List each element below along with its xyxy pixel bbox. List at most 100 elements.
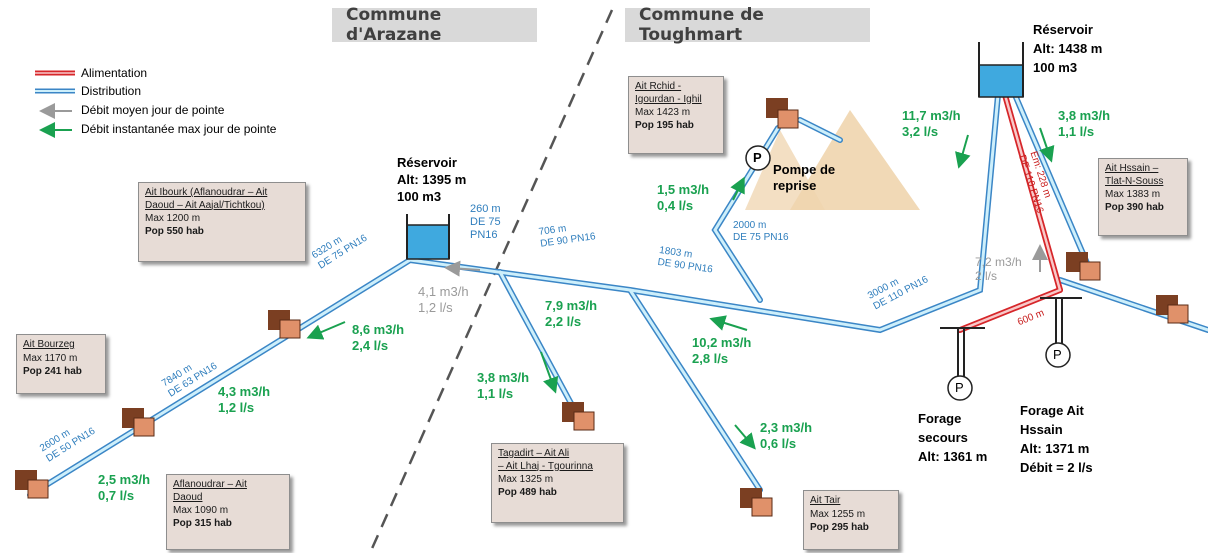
flow-ls: 0,4 l/s [657, 197, 694, 213]
arrow-flow [709, 315, 748, 331]
village-name: Daoud [173, 491, 203, 503]
village-pop: Pop 489 hab [498, 487, 557, 498]
flow-ls: 2,4 l/s [352, 337, 389, 353]
village-tagadirt: Tagadirt – Ait Ali – Ait Lhaj - Tgourinn… [491, 443, 624, 523]
village-name: Tagadirt – Ait Ali [498, 448, 570, 459]
village-name: Ait Rchid - [635, 81, 682, 92]
flow-ls: 0,7 l/s [98, 487, 135, 503]
commune-divider [368, 9, 614, 553]
village-ait-ibourk: Ait Ibourk (Aflanoudrar – Ait Daoud – Ai… [138, 182, 306, 262]
village-max: Max 1423 m [635, 107, 691, 118]
pipe-length: 2000 m [733, 220, 767, 231]
pipe-pn: PN16 [470, 229, 498, 242]
legend-swatches [35, 70, 75, 138]
forage-alt: Alt: 1371 m [1020, 440, 1090, 456]
reservoir-left-alt: Alt: 1395 m [397, 172, 467, 187]
village-max: Max 1170 m [23, 352, 78, 364]
flow-ls: 1,1 l/s [1058, 123, 1095, 139]
flow-m3h: 8,6 m3/h [352, 322, 405, 337]
pipe-spec: DE 75 PN16 [733, 232, 789, 243]
legend-alimentation: Alimentation [81, 66, 148, 80]
village-max: Max 1090 m [173, 505, 229, 516]
forage-line: Hssain [1020, 421, 1063, 437]
legend-distribution: Distribution [81, 84, 142, 98]
flow-ls: 1,2 l/s [218, 399, 255, 415]
village-name: – Ait Lhaj - Tgourinna [498, 460, 593, 472]
flow-m3h: 7,9 m3/h [545, 298, 598, 313]
village-ait-tair: Ait Tair Max 1255 m Pop 295 hab [803, 490, 899, 550]
village-ait-rchid: Ait Rchid - Igourdan - Ighil Max 1423 m … [628, 76, 724, 154]
village-name: Igourdan - Ighil [635, 93, 702, 105]
village-name: Daoud – Ait Aajal/Tichtkou) [145, 199, 265, 211]
arrow-flow [730, 176, 745, 201]
flow-ls: 2,8 l/s [692, 350, 729, 366]
flow-label: 3,8 m3/h 1,1 l/s [1058, 108, 1110, 139]
pompe-label: Pompe de reprise [773, 162, 835, 193]
flow-label: 4,3 m3/h 1,2 l/s [218, 384, 270, 415]
flow-ls: 2 l/s [975, 269, 998, 284]
arrow-mean [444, 260, 481, 277]
pompe-line1: Pompe de [773, 162, 836, 177]
village-name: Tlat-N-Souss [1105, 175, 1164, 187]
forage-secours-label: Forage secours Alt: 1361 m [918, 410, 987, 467]
pump-icons [745, 145, 1071, 401]
arrow-flow [955, 134, 971, 169]
forage-debit: Débit = 2 l/s [1020, 459, 1093, 475]
forage-alt: Alt: 1361 m [918, 448, 988, 464]
village-max: Max 1325 m [498, 474, 554, 485]
flow-m3h: 10,2 m3/h [692, 335, 752, 350]
arrow-flow [734, 424, 756, 450]
flow-m3h: 1,5 m3/h [657, 182, 710, 197]
flow-mean-label: 4,1 m3/h 1,2 l/s [418, 284, 469, 315]
flow-label: 10,2 m3/h 2,8 l/s [692, 335, 751, 366]
village-name: Aflanoudrar – Ait [173, 479, 247, 490]
flow-m3h: 4,3 m3/h [218, 384, 271, 399]
pipe-label: 2000 m DE 75 PN16 [733, 220, 789, 244]
flow-m3h: 2,3 m3/h [760, 420, 813, 435]
reservoir-left [406, 214, 450, 260]
village-ait-hssain: Ait Hssain – Tlat-N-Souss Max 1383 m Pop… [1098, 158, 1188, 236]
village-pop: Pop 315 hab [173, 518, 232, 529]
arrow-flow [540, 351, 559, 394]
reservoir-right-name: Réservoir [1033, 22, 1093, 37]
flow-m3h: 3,8 m3/h [1058, 108, 1111, 123]
pompe-line2: reprise [773, 177, 817, 193]
flow-m3h: 4,1 m3/h [418, 284, 469, 299]
house-icons [15, 98, 1189, 517]
village-aflanoudrar: Aflanoudrar – Ait Daoud Max 1090 m Pop 3… [166, 474, 290, 550]
pump-symbol: P [1053, 347, 1062, 362]
village-pop: Pop 241 hab [23, 365, 82, 377]
legend-debit-inst: Débit instantanée max jour de pointe [81, 122, 277, 136]
flow-label: 2,3 m3/h 0,6 l/s [760, 420, 812, 451]
commune-right-title: Commune de Toughmart [625, 5, 870, 45]
village-max: Max 1200 m [145, 213, 201, 224]
flow-m3h: 2,5 m3/h [98, 472, 151, 487]
pipe-label: 260 m DE 75 PN16 [470, 203, 501, 243]
flow-m3h: 7,2 m3/h [975, 255, 1022, 269]
village-ait-bourzeg: Ait Bourzeg Max 1170 m Pop 241 hab [16, 334, 106, 394]
flow-ls: 1,2 l/s [418, 299, 453, 315]
flow-ls: 3,2 l/s [902, 123, 939, 139]
flow-label: 3,8 m3/h 1,1 l/s [477, 370, 529, 401]
pump-symbol: P [955, 380, 964, 395]
flow-m3h: 11,7 m3/h [902, 108, 961, 123]
reservoir-right-alt: Alt: 1438 m [1033, 41, 1103, 56]
village-pop: Pop 295 hab [810, 521, 869, 533]
village-name: Ait Bourzeg [23, 339, 75, 350]
legend-debit-moyen: Débit moyen jour de pointe [81, 103, 225, 117]
flow-mean-label: 7,2 m3/h 2 l/s [975, 255, 1022, 284]
pipe-spec: DE 75 [470, 216, 501, 229]
village-name: Ait Tair [810, 495, 841, 506]
flow-label: 1,5 m3/h 0,4 l/s [657, 182, 709, 213]
pipe-length: 260 m [470, 203, 501, 215]
village-max: Max 1255 m [810, 508, 866, 520]
flow-ls: 2,2 l/s [545, 313, 582, 329]
village-max: Max 1383 m [1105, 189, 1161, 200]
arrow-flow [1039, 127, 1055, 163]
village-pop: Pop 390 hab [1105, 202, 1164, 213]
forage-line: secours [918, 429, 968, 445]
village-name: Ait Ibourk (Aflanoudrar – Ait [145, 187, 268, 198]
forage-line: Forage Ait [1020, 403, 1084, 418]
